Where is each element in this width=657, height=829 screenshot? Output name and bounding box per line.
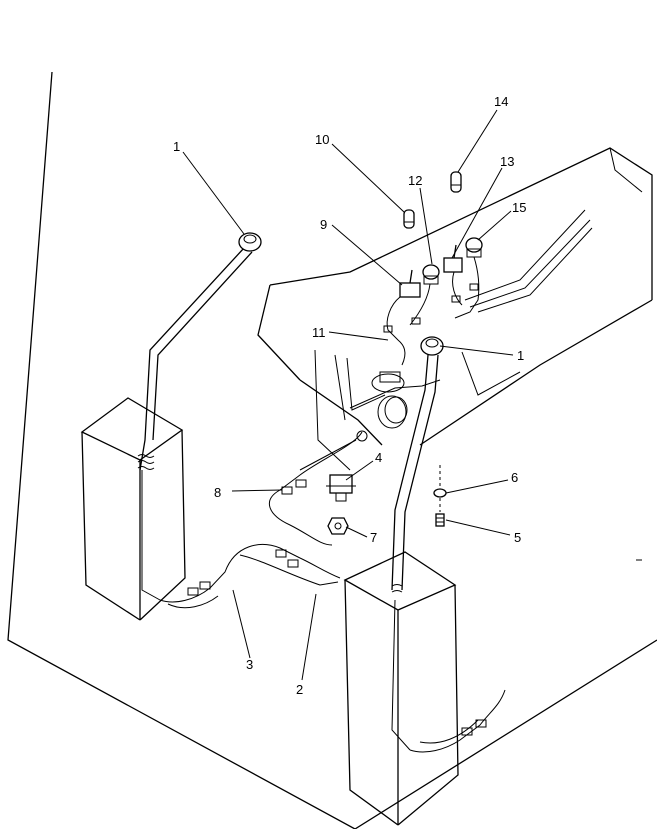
callout-5: 5 [514,530,521,545]
callout-3: 3 [246,657,253,672]
harness-2-3 [159,544,506,753]
callout-2: 2 [296,682,303,697]
switch-9 [399,269,421,298]
callout-9: 9 [320,217,327,232]
left-lever [137,232,262,601]
nut-7 [327,517,349,535]
washer-6 [433,465,447,498]
callout-15: 15 [512,200,526,215]
callout-8: 8 [214,485,221,500]
callout-6: 6 [511,470,518,485]
switch-13 [443,244,463,273]
bolt-5 [435,498,445,527]
relay-4 [326,474,356,502]
callout-labels: 1 1 2 3 4 5 6 7 8 9 10 11 12 13 14 15 [173,94,526,697]
callout-1-right-lever: 1 [517,348,524,363]
console-panel [257,147,653,471]
callout-13: 13 [500,154,514,169]
cab-floor-outline [7,71,657,829]
callout-11: 11 [312,325,326,340]
indicator-12 [422,264,440,285]
knob-10 [403,209,415,229]
left-control-box [80,397,186,621]
indicator-15 [465,237,483,258]
callout-10: 10 [315,132,329,147]
right-lever [391,336,444,751]
callout-7: 7 [370,530,377,545]
callout-14: 14 [494,94,508,109]
leader-lines [182,109,514,681]
knob-14 [450,171,462,193]
coil-spring [371,371,408,429]
callout-1-left-lever: 1 [173,139,180,154]
right-control-box [343,551,459,826]
callout-12: 12 [408,173,422,188]
harness-8 [268,430,368,546]
callout-4: 4 [375,450,382,465]
switch-harness [383,209,593,366]
